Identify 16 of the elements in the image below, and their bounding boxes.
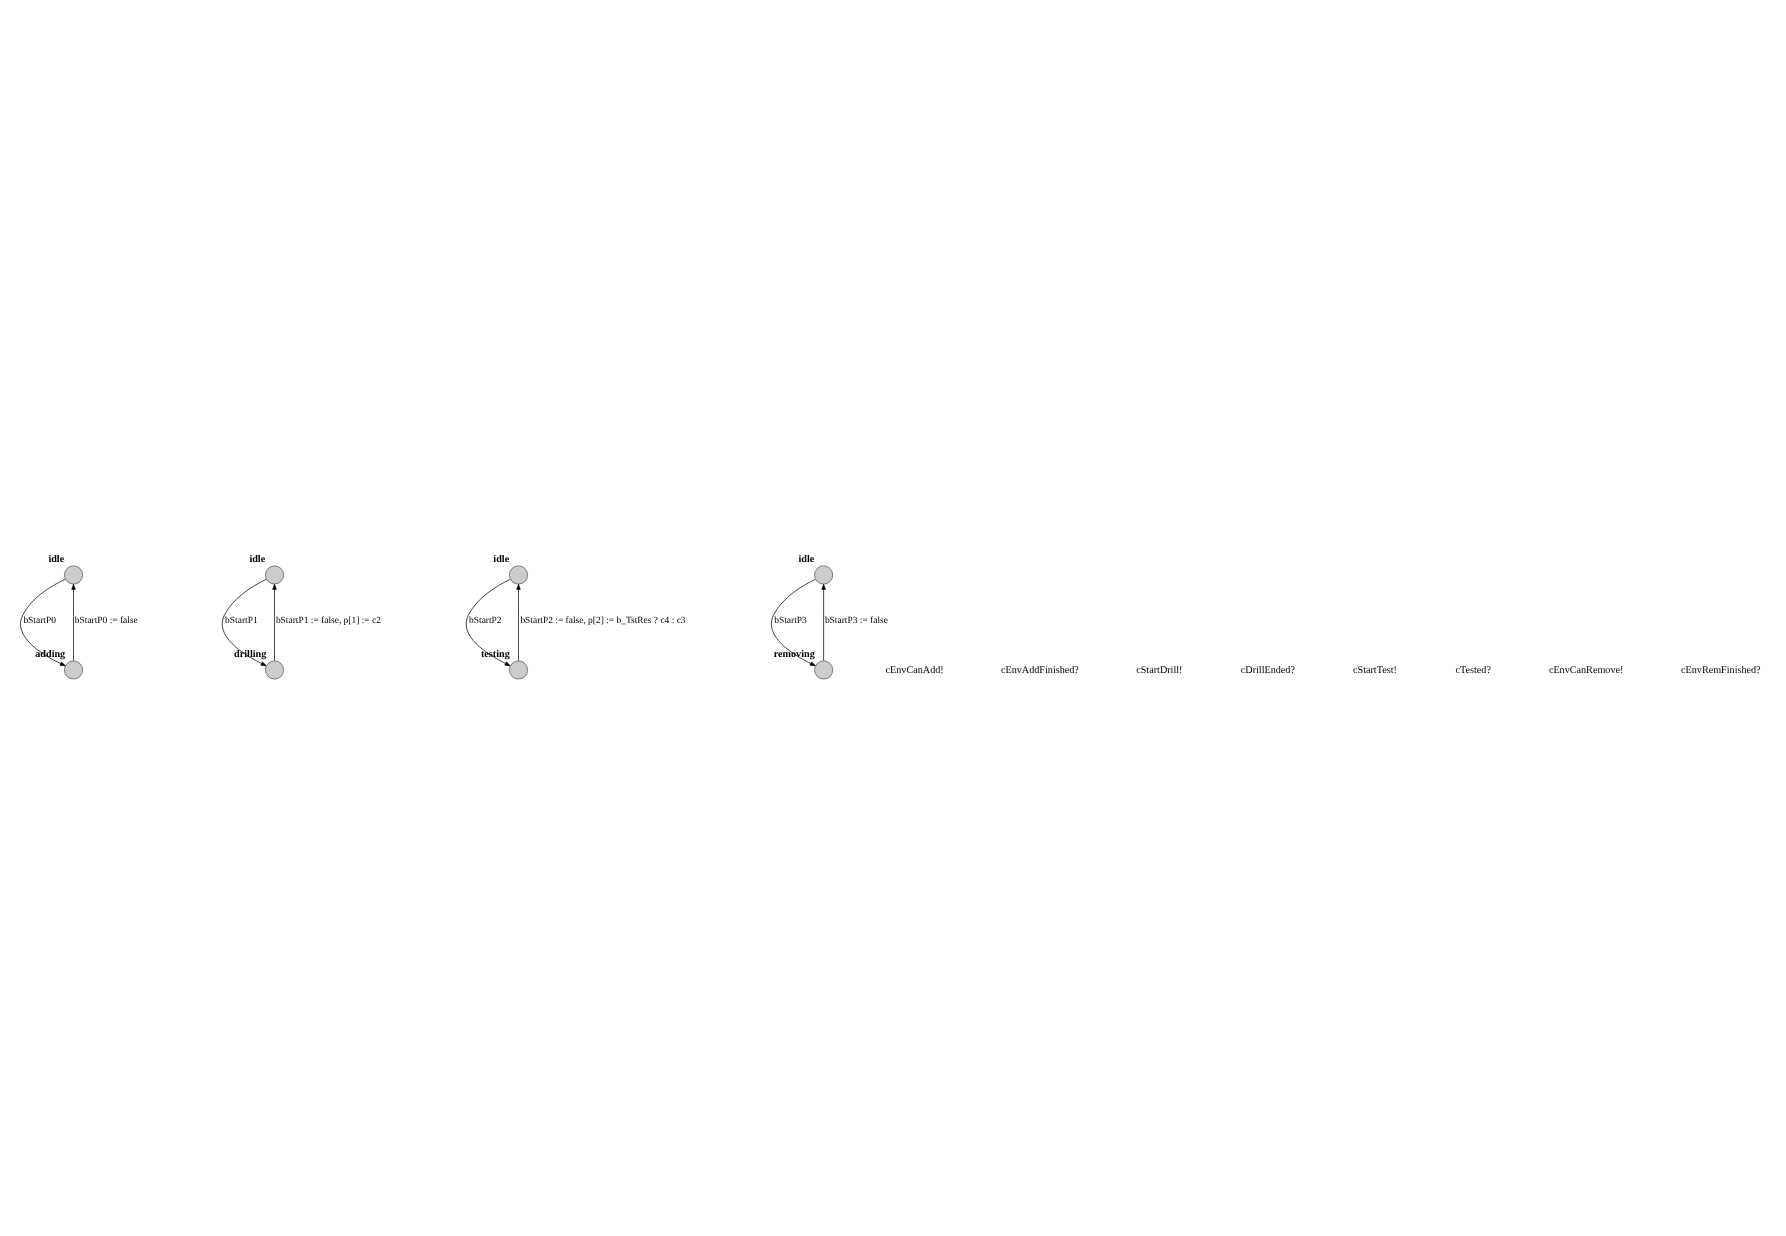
node-circle: [509, 564, 528, 584]
arrow: [272, 582, 277, 660]
arrow: [221, 577, 267, 666]
node-circle: [64, 564, 83, 584]
node-circle: [265, 659, 284, 679]
node-circle: [64, 659, 83, 679]
node-circle: [814, 564, 834, 584]
node-circle: [814, 659, 834, 679]
arrow: [20, 577, 66, 666]
node-circle: [265, 564, 284, 584]
arrow: [465, 577, 511, 666]
arrow: [71, 582, 76, 660]
arrow: [771, 577, 816, 666]
arrow: [516, 582, 521, 660]
arrow: [821, 582, 826, 660]
node-circle: [509, 659, 528, 679]
